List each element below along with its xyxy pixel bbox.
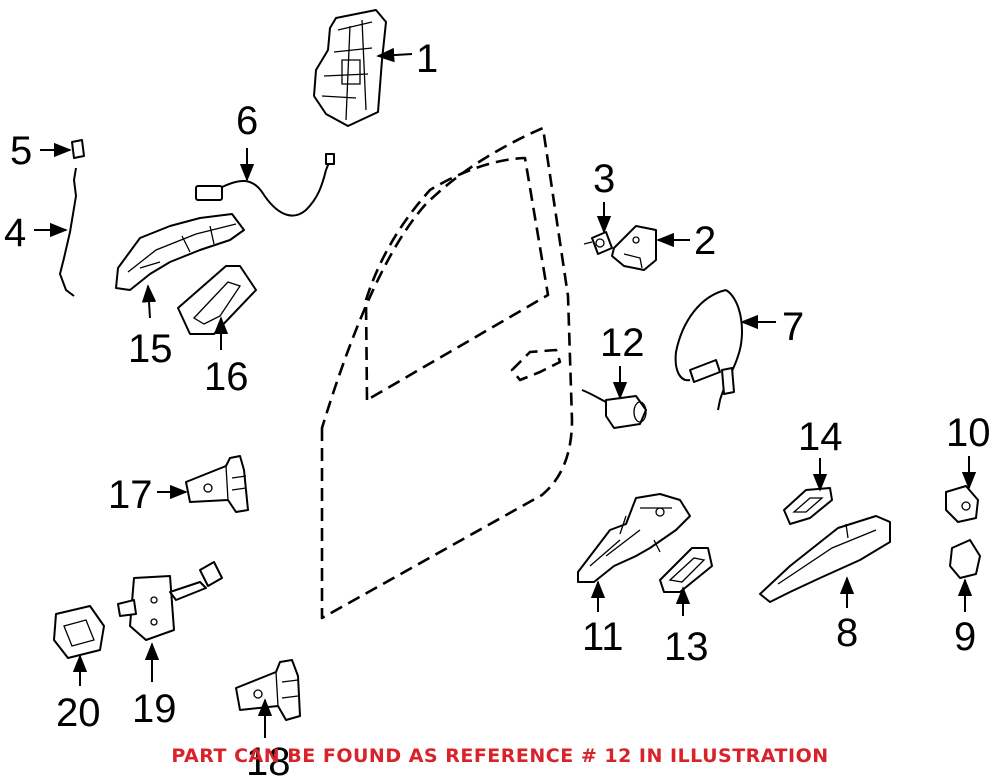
part-10-end-cap: [945, 485, 979, 523]
callout-1: 1: [416, 37, 438, 81]
callout-8: 8: [836, 611, 858, 655]
callout-10: 10: [946, 411, 991, 455]
door-outline: [320, 126, 574, 620]
callout-17: 17: [108, 473, 153, 517]
part-8-outer-handle: [759, 515, 891, 603]
callout-15: 15: [128, 327, 173, 371]
part-19-door-check: [117, 561, 223, 641]
callout-20: 20: [56, 691, 101, 735]
callout-7: 7: [782, 305, 804, 349]
part-18-lower-hinge: [235, 659, 301, 721]
callout-18: 18: [246, 740, 291, 778]
callout-13: 13: [664, 625, 709, 669]
part-13-trim-cap: [659, 547, 713, 593]
callout-11: 11: [582, 615, 624, 659]
part-17-hinge: [185, 455, 249, 513]
callout-3: 3: [593, 157, 615, 201]
callout-5: 5: [10, 129, 32, 173]
part-7-release-cable: [674, 289, 743, 411]
part-4-lock-rod: [58, 167, 78, 297]
part-20-check-cover: [53, 605, 105, 659]
reference-caption: PART CAN BE FOUND AS REFERENCE # 12 IN I…: [171, 745, 829, 767]
part-6-wiring-cable: [195, 153, 335, 217]
callout-6: 6: [236, 99, 258, 143]
part-9-end-cap: [949, 539, 981, 579]
callout-numbers: 1 2 3 4 5 6 7 8 9 10 11 12 13 14 15 16 1…: [4, 37, 991, 783]
part-14-gasket: [783, 487, 833, 525]
leader-arrows: [34, 47, 977, 738]
callout-2: 2: [694, 219, 716, 263]
part-16-handle-trim: [177, 265, 257, 335]
part-1-lock-actuator: [313, 9, 387, 127]
callout-4: 4: [4, 211, 26, 255]
callout-12: 12: [600, 321, 645, 365]
part-15-inner-handle: [115, 213, 245, 291]
part-3-bolt: [583, 231, 613, 255]
callout-16: 16: [204, 355, 249, 399]
part-2-bracket: [611, 225, 657, 271]
callout-9: 9: [954, 615, 976, 659]
part-5-cap: [71, 139, 85, 159]
part-11-handle-carrier: [577, 493, 691, 583]
part-12-lock-cylinder: [581, 389, 647, 429]
callout-19: 19: [132, 687, 177, 731]
callout-14: 14: [798, 415, 843, 459]
